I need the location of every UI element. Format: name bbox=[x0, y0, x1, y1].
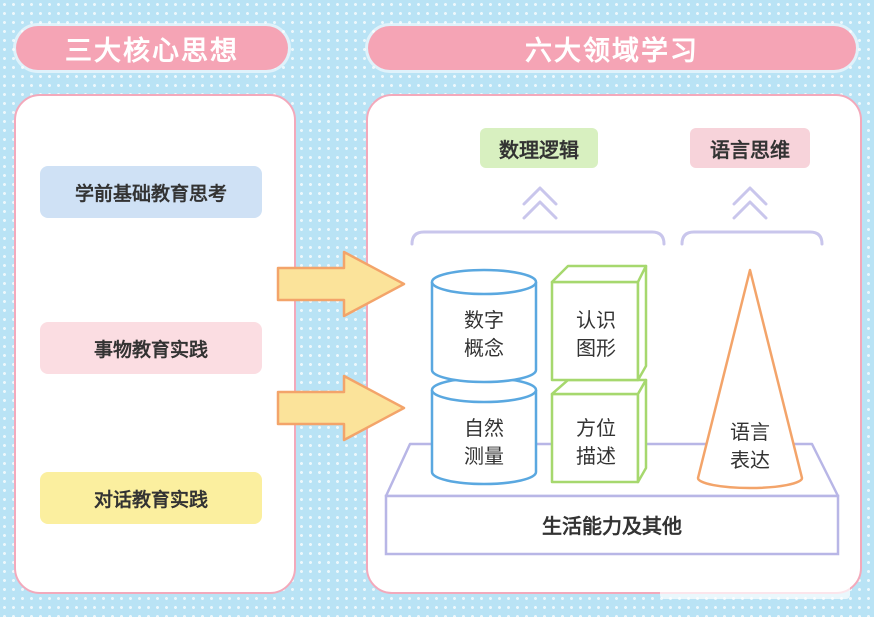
cube-shapes bbox=[550, 264, 648, 382]
label-life-skills: 生活能力及其他 bbox=[542, 514, 682, 538]
watermark bbox=[660, 573, 850, 599]
arrow-upper bbox=[276, 250, 406, 318]
core-idea-object-practice: 事物教育实践 bbox=[40, 322, 262, 374]
label-shapes-line1: 认识 bbox=[576, 308, 616, 332]
cone-language bbox=[696, 268, 804, 490]
chevron-up-icon-language bbox=[732, 186, 768, 220]
outcome-math-logic: 数理逻辑 bbox=[480, 128, 598, 168]
label-number-concept: 数字 概念 bbox=[444, 306, 524, 362]
brace-math bbox=[410, 230, 666, 246]
brace-language bbox=[680, 230, 824, 246]
outcome-language-thinking: 语言思维 bbox=[690, 128, 810, 168]
right-header: 六大领域学习 bbox=[368, 26, 856, 70]
label-language-expression: 语言 表达 bbox=[710, 418, 790, 474]
label-nature-measure-line1: 自然 bbox=[464, 416, 504, 440]
core-idea-foundation: 学前基础教育思考 bbox=[40, 166, 262, 218]
label-shapes-line2: 图形 bbox=[576, 336, 616, 360]
core-idea-dialogue-practice: 对话教育实践 bbox=[40, 472, 262, 524]
label-language-expression-line2: 表达 bbox=[730, 448, 770, 472]
cylinder-number-concept bbox=[430, 268, 538, 384]
label-number-concept-line1: 数字 bbox=[464, 308, 504, 332]
left-header: 三大核心思想 bbox=[16, 26, 288, 70]
label-shapes: 认识 图形 bbox=[556, 306, 636, 362]
label-language-expression-line1: 语言 bbox=[730, 420, 770, 444]
cylinder-nature-measure bbox=[430, 376, 538, 486]
label-position: 方位 描述 bbox=[556, 414, 636, 470]
chevron-up-icon-math bbox=[522, 186, 558, 220]
label-position-line2: 描述 bbox=[576, 444, 616, 468]
label-nature-measure: 自然 测量 bbox=[444, 414, 524, 470]
label-nature-measure-line2: 测量 bbox=[464, 444, 504, 468]
cube-position bbox=[550, 378, 648, 484]
arrow-lower bbox=[276, 374, 406, 442]
label-number-concept-line2: 概念 bbox=[464, 336, 504, 360]
label-position-line1: 方位 bbox=[576, 416, 616, 440]
